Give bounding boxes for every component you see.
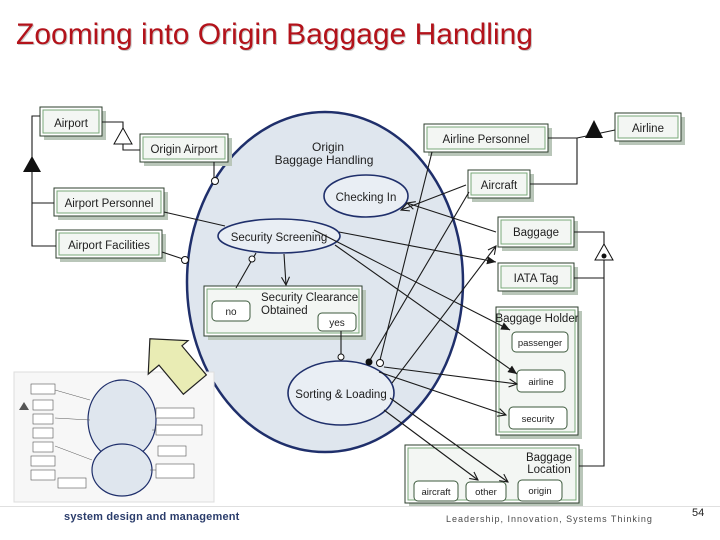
aggregation-triangle-right-icon [585, 120, 603, 138]
airline-label: Airline [632, 123, 664, 135]
security-screening-label: Security Screening [231, 232, 328, 244]
baggage-location-label-line2: Location [527, 464, 570, 476]
condition-circle-icon [248, 255, 256, 263]
state-passenger [511, 331, 569, 353]
state-passenger-label: passenger [518, 338, 562, 349]
object-security-clearance: Security Clearance Obtained no yes [203, 285, 366, 340]
state-other [465, 481, 507, 502]
object-baggage-holder: Baggage Holder passenger airline securit… [495, 306, 582, 439]
exhibition-triangle-icon [594, 242, 614, 261]
procedural-links [235, 151, 517, 482]
zoom-pointer-arrow-icon [147, 338, 208, 396]
structural-links-right [530, 120, 616, 467]
state-security-label: security [522, 414, 555, 425]
slide-title: Zooming into Origin Baggage Handling [16, 18, 533, 51]
object-baggage: Baggage [497, 216, 578, 251]
iata-tag-label: IATA Tag [514, 273, 559, 285]
state-aircraft [413, 480, 459, 502]
object-airport-personnel: Airport Personnel [53, 187, 168, 220]
state-other-label: other [475, 487, 497, 498]
baggage-label: Baggage [513, 227, 559, 239]
overview-thumbnail [13, 371, 215, 503]
object-iata-tag: IATA Tag [497, 262, 578, 295]
generalization-triangle-icon [113, 126, 133, 145]
object-airport: Airport [39, 106, 106, 140]
airport-label: Airport [54, 118, 89, 130]
state-origin [517, 479, 563, 502]
baggage-holder-label: Baggage Holder [495, 313, 578, 325]
instrument-link-circle-icon [181, 256, 189, 264]
airport-personnel-label: Airport Personnel [65, 198, 154, 210]
footer-right-text: Leadership, Innovation, Systems Thinking [446, 514, 653, 524]
footer-left-text: system design and management [64, 511, 240, 523]
aggregation-triangle-icon [23, 156, 41, 172]
state-no-label: no [225, 307, 237, 318]
security-clearance-label-line1: Security Clearance [261, 292, 358, 304]
condition-circle-yes-icon [337, 353, 345, 361]
process-main-label-line2: Baggage Handling [275, 153, 374, 167]
baggage-location-label-line1: Baggage [526, 452, 572, 464]
checking-in-label: Checking In [336, 192, 397, 204]
process-checking-in: Checking In [323, 174, 409, 218]
state-no [211, 300, 251, 322]
process-security-screening: Security Screening [217, 218, 341, 254]
page-number: 54 [692, 507, 705, 519]
process-main-label-line1: Origin [312, 140, 344, 154]
agent-link-circle-icon [211, 177, 219, 185]
state-yes-label: yes [329, 318, 345, 329]
object-airline: Airline [614, 112, 685, 145]
agent-link-open-circle-icon [376, 359, 384, 367]
object-aircraft: Aircraft [467, 169, 534, 202]
state-security [508, 406, 568, 430]
state-origin-label: origin [528, 486, 551, 497]
aircraft-label: Aircraft [481, 180, 518, 192]
security-clearance-label-line2: Obtained [261, 305, 308, 317]
sorting-loading-label: Sorting & Loading [295, 389, 386, 401]
state-yes [317, 312, 357, 332]
object-airport-facilities: Airport Facilities [55, 229, 166, 262]
process-sorting-loading: Sorting & Loading [287, 360, 395, 426]
object-origin-airport: Origin Airport [139, 133, 232, 166]
state-airline-label: airline [528, 377, 553, 388]
footer-rule [0, 506, 720, 507]
agent-link-dot-icon [365, 358, 373, 366]
exhibition-dot-icon [601, 253, 607, 259]
state-aircraft-label: aircraft [421, 487, 450, 498]
airline-personnel-label: Airline Personnel [443, 134, 530, 146]
structural-links-left [23, 115, 226, 264]
origin-airport-label: Origin Airport [150, 144, 218, 156]
airport-facilities-label: Airport Facilities [68, 240, 150, 252]
object-baggage-location: Baggage Location aircraft other origin [404, 444, 583, 507]
object-airline-personnel: Airline Personnel [423, 123, 552, 156]
